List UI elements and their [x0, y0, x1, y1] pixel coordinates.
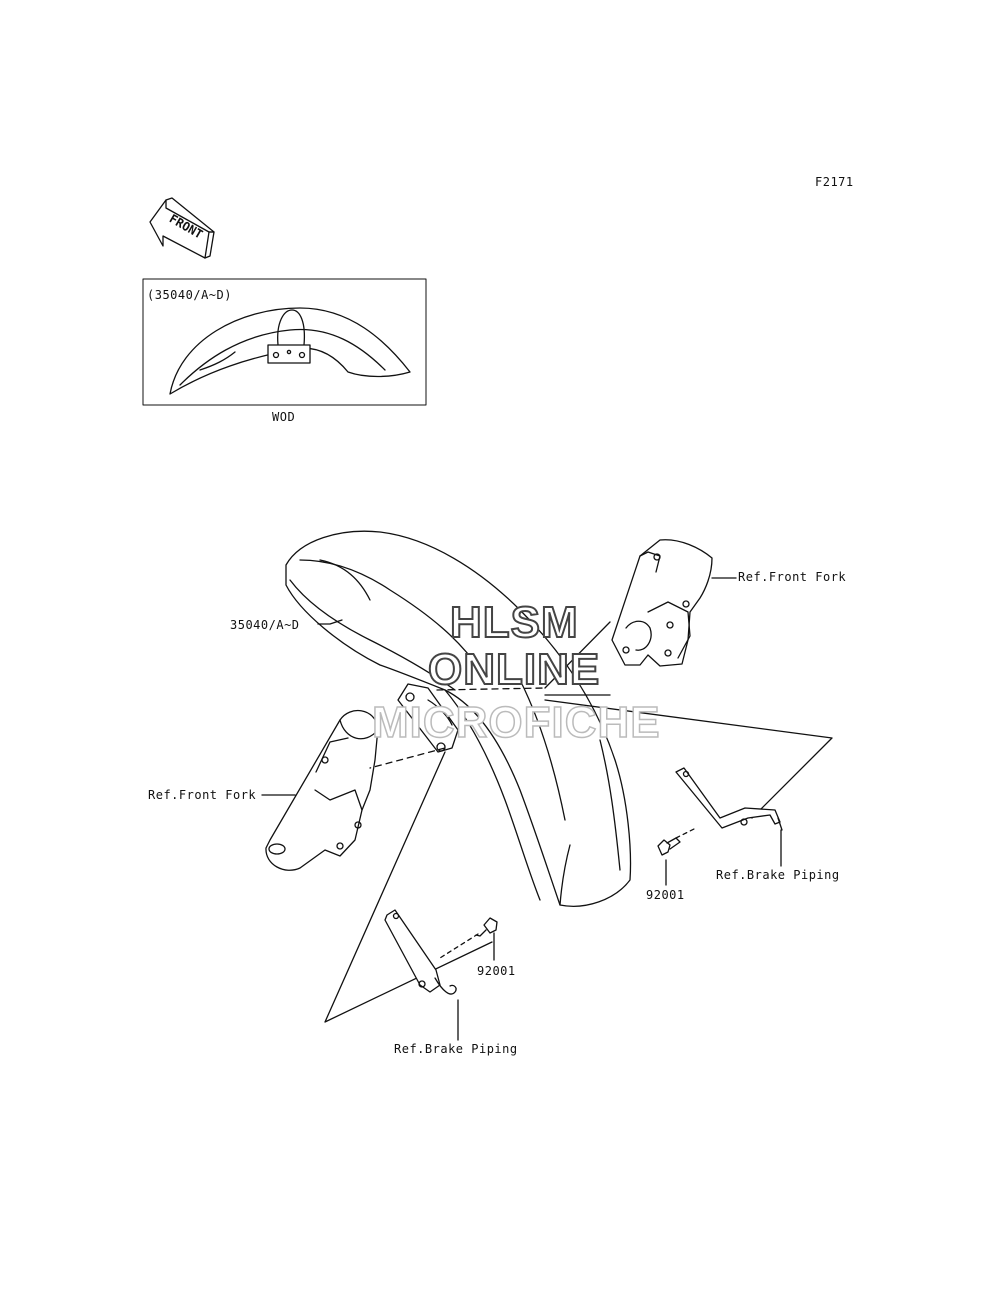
right-fork-drawing	[611, 539, 713, 667]
inset-part-label: (35040/A~D)	[147, 288, 232, 302]
callout-bolt-right: 92001	[646, 888, 685, 902]
left-fork-drawing	[265, 710, 379, 871]
figure-code: F2171	[815, 175, 854, 189]
inset-caption: WOD	[272, 410, 296, 424]
front-arrow-icon	[149, 197, 215, 259]
callout-bolt-left: 92001	[477, 964, 516, 978]
callout-fender: 35040/A~D	[230, 618, 300, 632]
front-fender-drawing	[285, 530, 632, 907]
right-bolt-drawing	[657, 827, 697, 856]
callout-brake-right: Ref.Brake Piping	[716, 868, 840, 882]
watermark-line2: ONLINE	[427, 644, 601, 695]
callout-brake-left: Ref.Brake Piping	[394, 1042, 518, 1056]
callout-fork-left: Ref.Front Fork	[148, 788, 257, 802]
left-brake-bracket-drawing	[384, 909, 457, 995]
callout-fork-right: Ref.Front Fork	[738, 570, 847, 584]
inset-frame	[142, 278, 427, 406]
left-bolt-drawing	[439, 917, 498, 959]
right-brake-bracket-drawing	[675, 767, 783, 831]
inset-fender-drawing	[169, 307, 411, 395]
watermark-line1: HLSM	[449, 597, 579, 648]
watermark-line3: MICROFICHE	[371, 697, 661, 748]
